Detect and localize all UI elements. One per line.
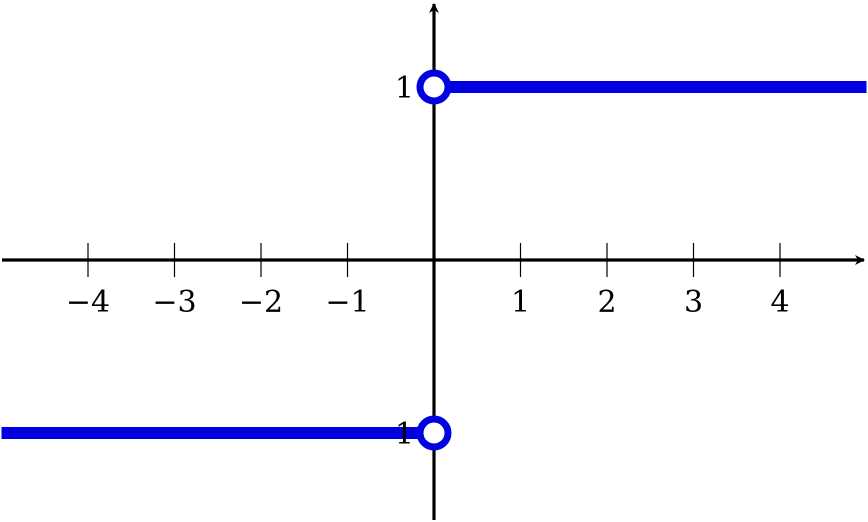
x-tick-label: 4 — [770, 285, 789, 320]
open-endpoint-marker — [416, 69, 452, 105]
x-tick-label: −1 — [325, 285, 369, 320]
series — [1, 69, 867, 451]
y-tick-label: 1 — [395, 71, 414, 106]
x-tick-label: −2 — [239, 285, 283, 320]
x-tick-label: −4 — [66, 285, 110, 320]
x-tick-label: 1 — [511, 285, 530, 320]
x-tick-label: 2 — [597, 285, 616, 320]
x-tick-label: 3 — [684, 285, 703, 320]
tick-labels: −4 −3 −2 −1 1 2 3 4 1 1 — [66, 71, 790, 452]
ticks — [87, 243, 781, 277]
open-endpoint-marker — [416, 415, 452, 451]
x-tick-label: −3 — [152, 285, 196, 320]
y-tick-label: 1 — [395, 417, 414, 452]
